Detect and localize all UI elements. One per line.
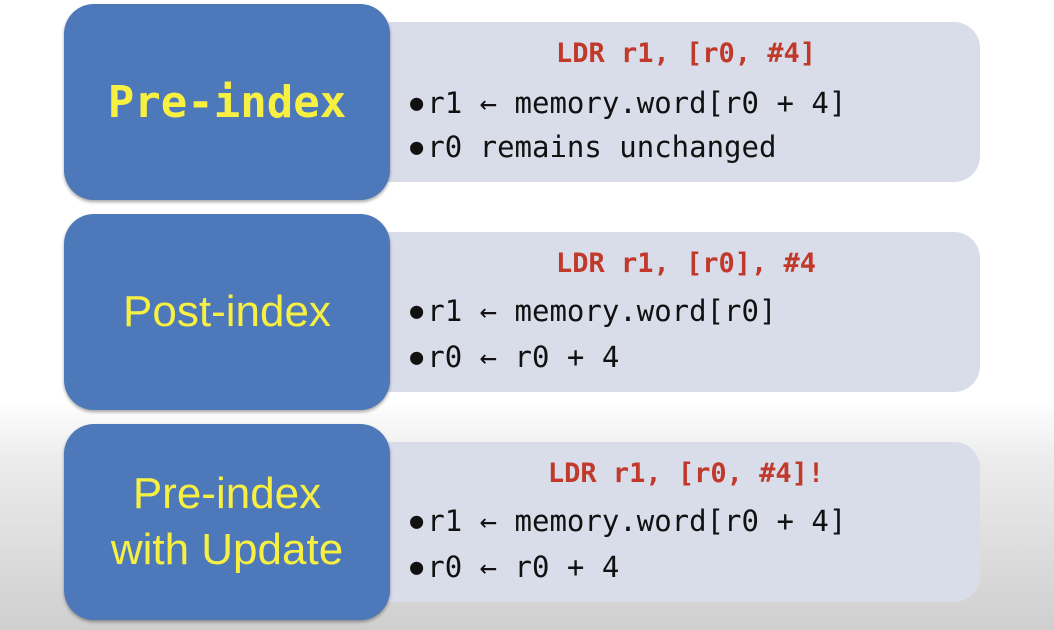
- mode-label: Pre-index: [107, 76, 347, 128]
- mode-label-line: with Update: [110, 525, 344, 574]
- detail-panel: [340, 232, 980, 392]
- bullet-line: ●r0 ← r0 + 4: [410, 340, 620, 374]
- bullet-line: ●r1 ← memory.word[r0 + 4]: [410, 504, 847, 538]
- bullet-icon: ●: [410, 345, 424, 370]
- bullet-icon: ●: [410, 509, 424, 534]
- mode-row-post-index: Post-index LDR r1, [r0], #4 ●r1 ← memory…: [0, 212, 1054, 412]
- mode-row-pre-index-update: Pre-index with Update LDR r1, [r0, #4]! …: [0, 422, 1054, 622]
- detail-panel: [340, 442, 980, 602]
- mode-label-box: Pre-index: [64, 4, 390, 200]
- bullet-line: ●r0 remains unchanged: [410, 130, 777, 164]
- mode-label-box: Pre-index with Update: [64, 424, 390, 620]
- detail-panel: [340, 22, 980, 182]
- instruction-code: LDR r1, [r0], #4: [555, 248, 817, 279]
- mode-label-line: Pre-index: [132, 469, 322, 518]
- mode-label-box: Post-index: [64, 214, 390, 410]
- bullet-icon: ●: [410, 299, 424, 324]
- bullet-line: ●r1 ← memory.word[r0]: [410, 294, 777, 328]
- bullet-icon: ●: [410, 91, 424, 116]
- bullet-icon: ●: [410, 555, 424, 580]
- bullet-line: ●r1 ← memory.word[r0 + 4]: [410, 86, 847, 120]
- instruction-code: LDR r1, [r0, #4]: [555, 38, 817, 69]
- mode-row-pre-index: Pre-index LDR r1, [r0, #4] ●r1 ← memory.…: [0, 2, 1054, 202]
- mode-label: Post-index: [123, 287, 331, 336]
- instruction-code: LDR r1, [r0, #4]!: [547, 458, 825, 489]
- bullet-icon: ●: [410, 135, 424, 160]
- bullet-line: ●r0 ← r0 + 4: [410, 550, 620, 584]
